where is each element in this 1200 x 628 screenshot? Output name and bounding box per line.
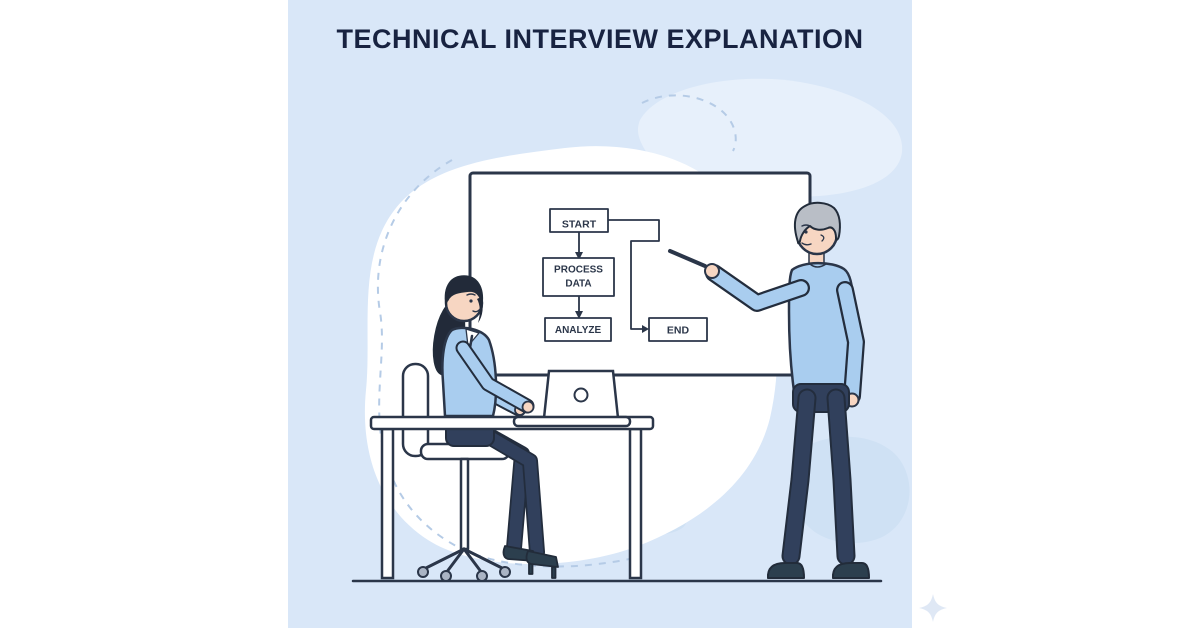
dashed-curve-top (641, 94, 737, 152)
man-pointing-arm (705, 264, 810, 312)
man-hair (793, 201, 841, 245)
arrowhead-down-1 (575, 252, 583, 260)
flowchart-arrowheads (575, 252, 649, 333)
woman-heels (502, 545, 559, 579)
laptop-screen (542, 369, 620, 420)
woman-face (466, 293, 481, 313)
page-title: TECHNICAL INTERVIEW EXPLANATION (336, 24, 864, 54)
man-legs (781, 388, 856, 566)
whiteboard-surface (468, 171, 812, 377)
woman-mouth (472, 308, 481, 313)
heel-shoe-2 (525, 550, 559, 568)
edge-start-to-end (608, 219, 660, 330)
flowchart-edges (578, 219, 660, 330)
near-arm-fill (457, 342, 533, 412)
man-hanging-arm (836, 281, 865, 405)
desk-leg-left (380, 427, 395, 580)
man-mouth (801, 242, 812, 246)
label-analyze: ANALYZE (555, 325, 602, 336)
man-leg-fill-left (783, 390, 815, 564)
arrowhead-down-2 (575, 311, 583, 319)
man-figure (668, 201, 870, 579)
man-shoe-right (831, 562, 870, 579)
laptop (512, 369, 632, 428)
man-ear (820, 234, 825, 242)
desk-leg-right (628, 427, 643, 580)
dashed-curve-left (376, 159, 635, 568)
man-eyebrow (801, 224, 811, 227)
arrowhead-right-end (642, 325, 649, 333)
woman-figure (401, 275, 559, 582)
woman-near-arm (455, 340, 535, 414)
label-end: END (667, 325, 690, 337)
pointing-arm-fill (707, 266, 808, 310)
man-pointing-hand (704, 263, 720, 279)
man-face (801, 224, 825, 246)
sparkle-icon (919, 594, 947, 622)
woman-hair-top (444, 275, 484, 306)
whiteboard: START PROCESS DATA ANALYZE END (468, 171, 812, 377)
woman-near-hand (521, 400, 535, 414)
pen-pointer (668, 249, 707, 268)
man-shoe-left (766, 562, 805, 579)
flowchart-nodes (542, 208, 708, 342)
flowchart-node-start (549, 208, 609, 233)
woman-eye (469, 299, 473, 303)
label-process-line2: DATA (565, 279, 591, 290)
flowchart-labels: START PROCESS DATA ANALYZE END (554, 219, 689, 337)
chair-backrest (401, 362, 430, 458)
heel-spike-2 (551, 566, 557, 579)
flowchart-node-end (648, 317, 708, 342)
man-eye (804, 230, 808, 234)
chair-wheels (417, 566, 511, 582)
laptop-logo-icon (573, 387, 589, 403)
background-blob-top-right (637, 78, 903, 197)
flowchart-node-process-data (542, 257, 615, 297)
man-leg-fill-right (828, 390, 854, 564)
label-start: START (562, 219, 597, 231)
laptop-base (512, 415, 632, 428)
woman-leg-fill-2 (472, 424, 544, 559)
woman-eyebrow (466, 293, 476, 296)
label-process-line1: PROCESS (554, 265, 603, 276)
chair-pedestal (459, 457, 470, 551)
hanging-arm-fill (838, 283, 863, 403)
man-shoes (766, 562, 870, 579)
chair-base-legs (422, 547, 506, 575)
flowchart-node-analyze (544, 317, 612, 342)
man-collar (809, 263, 827, 268)
flowchart: START PROCESS DATA ANALYZE END (542, 208, 708, 342)
